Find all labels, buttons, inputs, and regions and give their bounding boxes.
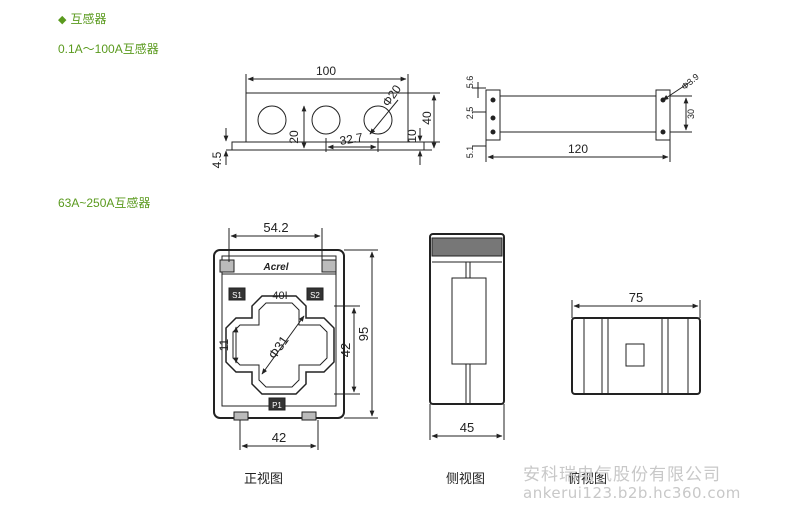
ct2-side-window: [451, 277, 487, 365]
section-title: ◆互感器: [58, 10, 106, 27]
drawing2-side-view: [429, 233, 505, 440]
dim-10: 10: [405, 129, 419, 143]
dim-100: 100: [316, 64, 336, 78]
caption-front-view: 正视图: [244, 471, 284, 486]
s1-label: S1: [232, 291, 242, 300]
dim-phi3-9: Φ3.9: [679, 72, 701, 92]
drawing2-front-labels: 54.2 Acrel S1 S2 P1 40I Φ31 11 42 95 42: [217, 220, 371, 445]
brand-label: Acrel: [262, 262, 288, 273]
ct1-hole-2: [311, 105, 341, 135]
ct2-top-window: [625, 343, 645, 367]
drawing2-side-labels: 45: [460, 420, 474, 435]
ct1-hole-1: [257, 105, 287, 135]
dim-42-vertical: 42: [338, 343, 353, 357]
dim-phi20: Φ20: [379, 82, 404, 109]
rating-label: 40I: [272, 290, 287, 302]
dim-40: 40: [420, 111, 434, 125]
dim-phi31: Φ31: [265, 333, 292, 362]
drawing1-front-labels: 100 20 32.7 Φ20 10 40 4.5: [210, 64, 434, 168]
dim-5-1: 5.1: [465, 146, 475, 159]
s1-terminal: [228, 287, 246, 301]
p1-terminal: [268, 397, 286, 411]
drawing2-front-view: [213, 228, 378, 450]
group1-title: 0.1A～100A互感器: [58, 42, 159, 56]
drawing1-front-view: [223, 74, 440, 165]
dim-2-5: 2.5: [465, 107, 475, 120]
dim-42-horizontal: 42: [272, 430, 286, 445]
s2-terminal: [306, 287, 324, 301]
dim-75: 75: [629, 290, 643, 305]
dim-20: 20: [287, 130, 301, 144]
dim-32-7: 32.7: [339, 130, 365, 148]
ct1-side-right-tab: [655, 89, 671, 141]
dim-95: 95: [356, 327, 371, 341]
ct1-hole-3: [363, 105, 393, 135]
caption-top-view: 俯视图: [568, 471, 608, 486]
dim-54-2: 54.2: [263, 220, 288, 235]
ct1-side-left-tab: [485, 89, 501, 141]
ct2-inner-panel: [221, 255, 337, 407]
ct1-side-body: [499, 95, 657, 133]
caption-side-view: 侧视图: [446, 471, 486, 486]
ct2-side-body: [429, 233, 505, 405]
drawing2-top-labels: 75: [629, 290, 643, 305]
group2-title: 63A~250A互感器: [58, 196, 151, 210]
ct2-top-body: [571, 317, 701, 395]
dim-120: 120: [568, 142, 588, 156]
s2-label: S2: [310, 291, 320, 300]
dim-30: 30: [686, 109, 696, 119]
drawing1-side-labels: 5.6 2.5 5.1 Φ3.9 30 120: [465, 72, 701, 159]
ct2-body-outline: [213, 249, 345, 419]
dim-4-5: 4.5: [210, 151, 224, 168]
dim-5-6: 5.6: [465, 76, 475, 89]
ct2-window-outer: [225, 295, 335, 395]
watermark-url: ankerui123.b2b.hc360.com: [523, 484, 741, 502]
section-title-text: 互感器: [70, 12, 107, 26]
drawing1-side-view: [472, 81, 692, 162]
ct1-body-outline: [231, 92, 425, 150]
drawing2-top-view: [571, 300, 701, 395]
dim-11: 11: [217, 338, 231, 351]
diamond-bullet-icon: ◆: [58, 14, 67, 26]
watermark-company: 安科瑞电气股份有限公司: [523, 465, 721, 485]
p1-label: P1: [272, 401, 282, 410]
ct2-side-top-band: [431, 237, 503, 257]
dim-45: 45: [460, 420, 474, 435]
